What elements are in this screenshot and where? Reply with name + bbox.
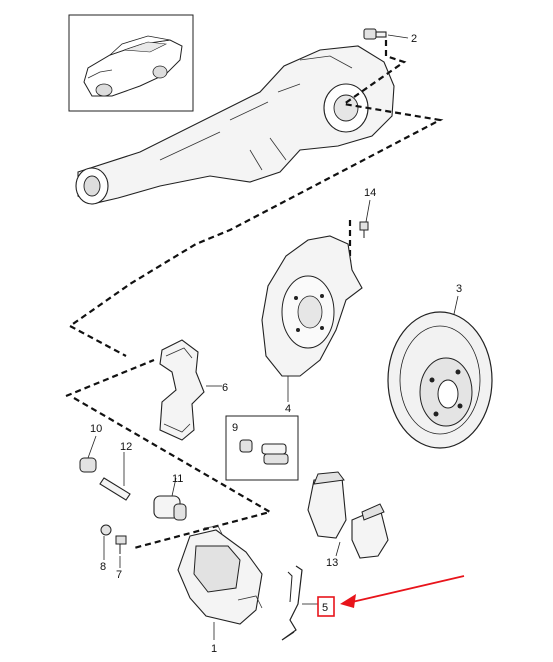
caliper-bracket-part-6: [159, 339, 205, 441]
red-pointer-arrow: [340, 575, 465, 608]
guide-pin-kit-part-9: [225, 415, 299, 481]
bolt-part-2: [363, 28, 387, 40]
assembly-outline-mid: [65, 325, 155, 398]
label-part-1: 1: [211, 643, 217, 655]
label-part-10: 10: [90, 423, 102, 435]
rear-axle-carrier: [75, 45, 395, 205]
car-icon: [83, 35, 183, 97]
label-part-14: 14: [364, 187, 376, 199]
bush-part-10: [79, 457, 97, 473]
highlight-box-part-5: [317, 596, 335, 617]
guide-pin-part-12: [99, 477, 131, 501]
retaining-spring-part-5: [281, 565, 303, 641]
assembly-outline-lower: [73, 397, 273, 550]
brake-pads-part-13: [307, 471, 389, 559]
sleeve-part-11: [153, 495, 187, 521]
cap-part-8: [100, 524, 112, 536]
brake-disc-part-3: [387, 311, 493, 449]
vehicle-inset: [68, 14, 194, 112]
bleed-screw-part-7: [115, 535, 127, 554]
splash-shield-part-4: [261, 235, 363, 377]
label-part-5: 5: [322, 602, 328, 614]
bolt-part-14: [359, 221, 369, 238]
label-part-13: 13: [326, 557, 338, 569]
assembly-outline-upper: [69, 40, 444, 327]
label-part-6: 6: [222, 382, 228, 394]
label-part-2: 2: [411, 33, 417, 45]
label-part-7: 7: [116, 569, 122, 581]
brake-caliper-part-1: [177, 525, 263, 625]
label-part-4: 4: [285, 403, 291, 415]
label-part-8: 8: [100, 561, 106, 573]
label-part-11: 11: [172, 473, 183, 485]
label-part-3: 3: [456, 283, 462, 295]
label-part-12: 12: [120, 441, 132, 453]
label-part-9: 9: [232, 422, 238, 434]
